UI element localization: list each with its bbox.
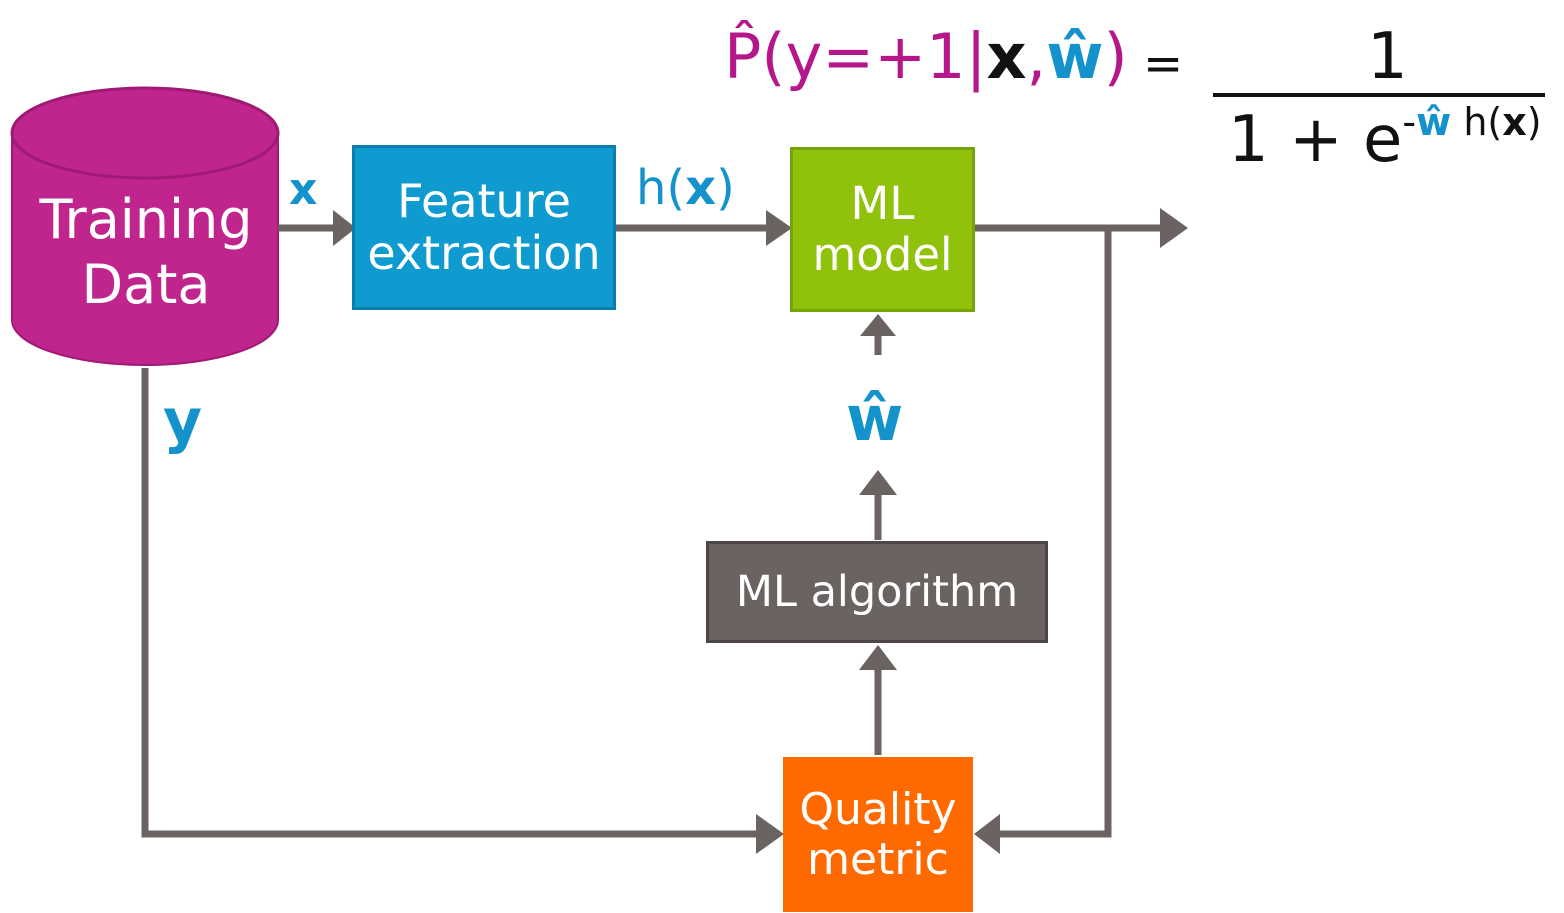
formula-equals: = [1143, 36, 1184, 92]
ml-model-line1: ML [850, 177, 915, 231]
formula-fraction-bar [1213, 93, 1545, 97]
formula-lhs-close: ) [1103, 20, 1128, 93]
formula-exp-h: h( [1451, 100, 1503, 144]
formula-exponent: -ŵ h(x) [1402, 100, 1541, 144]
arrowhead-algorithm [859, 645, 897, 670]
edge-label-h-x: x [685, 160, 717, 216]
arrowhead-feature [333, 210, 356, 246]
quality-metric-box: Quality metric [783, 757, 973, 912]
edge-label-w-hat: ŵ [846, 382, 904, 455]
arrowhead-quality-right [974, 814, 1000, 854]
feature-extraction-box: Feature extraction [352, 145, 616, 310]
formula-exp-minus: - [1402, 100, 1417, 144]
ml-model-line2: model [812, 227, 953, 281]
ml-algorithm-label: ML algorithm [735, 566, 1019, 617]
feature-extraction-line2: extraction [367, 225, 601, 280]
formula-exp-close: ) [1526, 100, 1542, 144]
edge-label-hx: h(x) [636, 160, 735, 216]
arrowhead-quality-left [756, 814, 784, 854]
formula-exp-x: x [1502, 100, 1527, 144]
formula-exp-w: ŵ [1416, 100, 1452, 144]
formula-lhs-p: P̂(y=+1| [724, 20, 987, 93]
edge-label-h-open: h( [636, 160, 686, 216]
arrowhead-model-up [860, 314, 896, 336]
cylinder-body [11, 132, 279, 366]
formula-lhs-comma: , [1026, 20, 1047, 93]
formula-lhs: P̂(y=+1|x,ŵ) [724, 20, 1128, 93]
formula-numerator: 1 [1367, 20, 1408, 94]
feature-extraction-line1: Feature [397, 173, 571, 228]
cylinder-top [10, 86, 280, 180]
training-data-label: Training Data [14, 188, 278, 318]
edge-label-y: y [163, 386, 203, 456]
arrowhead-model [766, 210, 792, 246]
quality-metric-line1: Quality [799, 784, 957, 836]
formula-lhs-w: ŵ [1046, 20, 1104, 93]
edge-label-h-close: ) [716, 160, 735, 216]
formula-den-base: 1 + e [1228, 103, 1403, 177]
arrow-y-to-quality [141, 368, 772, 838]
formula-lhs-x: x [986, 20, 1027, 93]
edge-label-x: x [289, 164, 318, 215]
ml-algorithm-box: ML algorithm [706, 541, 1048, 643]
arrowhead-output [1160, 208, 1188, 248]
training-data-line2: Data [81, 252, 211, 316]
formula-denominator: 1 + e-ŵ h(x) [1228, 100, 1542, 177]
quality-metric-line2: metric [807, 833, 949, 885]
arrow-output-to-quality [985, 228, 1112, 838]
training-data-cylinder [10, 86, 280, 366]
ml-model-box: ML model [790, 147, 975, 312]
arrowhead-w [859, 470, 897, 495]
training-data-line1: Training [39, 188, 253, 251]
